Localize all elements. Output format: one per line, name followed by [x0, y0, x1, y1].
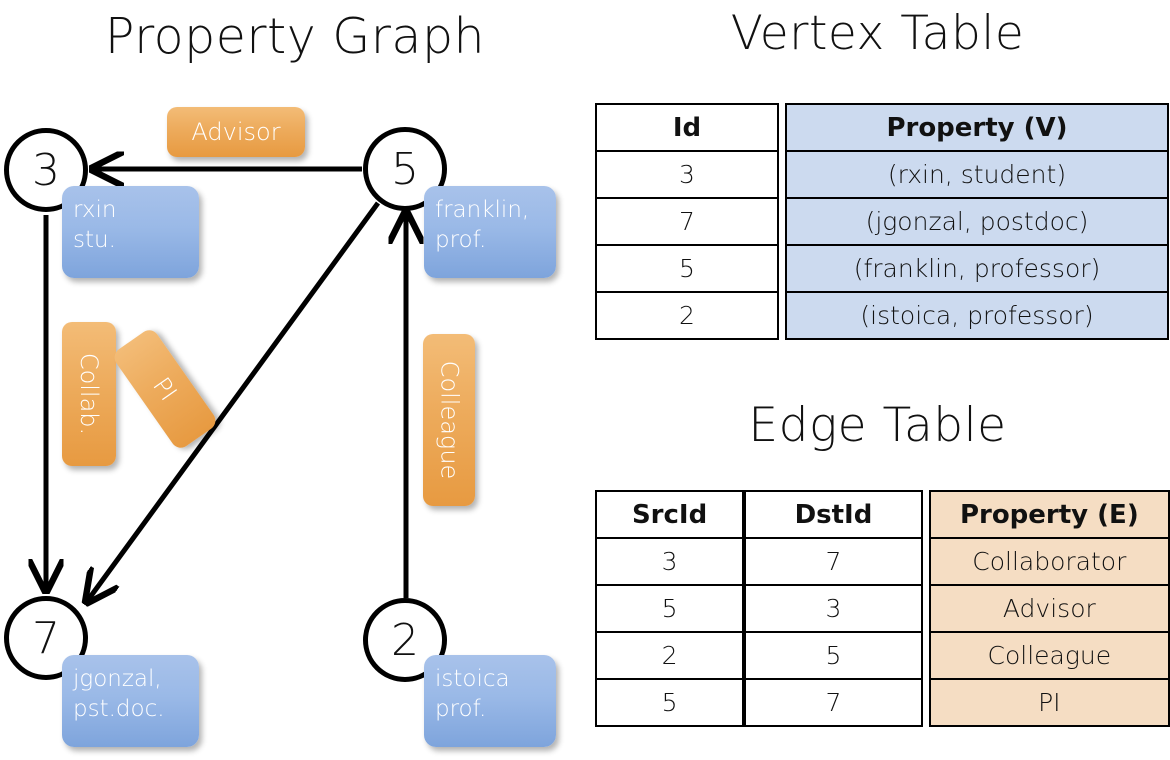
- table-row: 7: [595, 197, 779, 246]
- edge-table-srcid-column: SrcId 3 5 2 5: [594, 490, 745, 727]
- table-row: (rxin, student): [785, 150, 1169, 199]
- edge-label-text: Advisor: [191, 118, 281, 146]
- edge-header-dstid: DstId: [744, 490, 923, 539]
- table-row: 3: [595, 150, 779, 199]
- edge-label-text: Colleague: [435, 360, 464, 480]
- edge-table: SrcId 3 5 2 5 DstId 7 3 5 7: [594, 490, 1170, 727]
- edge-cell-dstid: 7: [744, 678, 923, 727]
- vertex-property-line: istoica: [435, 666, 510, 692]
- vertex-property-line: stu.: [73, 227, 116, 254]
- edge-line-5-to-7: [88, 201, 381, 600]
- edge-label-colleague: Colleague: [423, 334, 475, 506]
- edge-cell-dstid: 7: [744, 537, 923, 586]
- vertex-property-line: jgonzal,: [73, 666, 162, 692]
- vertex-property-box-3: rxin stu.: [62, 186, 199, 278]
- table-header-row: Property (V): [785, 103, 1169, 152]
- vertex-property-line: prof.: [435, 227, 487, 254]
- edge-cell-srcid: 2: [594, 631, 745, 680]
- edge-cell-srcid: 5: [594, 678, 745, 727]
- vertex-property-line: prof.: [435, 696, 487, 723]
- vertex-cell-id: 7: [595, 197, 779, 246]
- vertex-table-id-column: Id 3 7 5 2: [595, 103, 779, 340]
- graph-edges-svg: [0, 0, 585, 760]
- table-row: Collaborator: [928, 537, 1170, 586]
- vertex-table: Id 3 7 5 2 Property (V) (rxin, student) …: [595, 103, 1169, 340]
- edge-cell-property: Collaborator: [928, 537, 1170, 586]
- edge-cell-dstid: 3: [744, 584, 923, 633]
- edge-cell-srcid: 3: [594, 537, 745, 586]
- table-row: 3: [744, 584, 923, 633]
- edge-label-advisor: Advisor: [167, 107, 305, 157]
- vertex-property-line: franklin,: [435, 197, 530, 223]
- table-row: PI: [928, 678, 1170, 727]
- table-row: Advisor: [928, 584, 1170, 633]
- vertex-property-line: rxin: [73, 197, 117, 223]
- vertex-cell-property: (istoica, professor): [785, 291, 1169, 340]
- table-row: 7: [744, 678, 923, 727]
- property-graph-diagram: 3 5 7 2 rxin stu. franklin, prof. jgonza…: [0, 0, 585, 760]
- table-row: 5: [595, 244, 779, 293]
- edge-label-collab: Collab.: [62, 322, 116, 466]
- table-row: Colleague: [928, 631, 1170, 680]
- table-row: (franklin, professor): [785, 244, 1169, 293]
- graph-node-2[interactable]: 2: [363, 598, 447, 682]
- vertex-property-box-7: jgonzal, pst.doc.: [62, 655, 199, 747]
- vertex-cell-id: 5: [595, 244, 779, 293]
- vertex-property-line: pst.doc.: [73, 696, 165, 723]
- table-header-row: SrcId: [594, 490, 745, 539]
- vertex-cell-property: (jgonzal, postdoc): [785, 197, 1169, 246]
- edge-cell-property: PI: [928, 678, 1170, 727]
- table-row: 2: [594, 631, 745, 680]
- table-row: 2: [595, 291, 779, 340]
- page-title-vertex-table: Vertex Table: [730, 6, 1025, 61]
- vertex-property-box-5: franklin, prof.: [424, 186, 556, 278]
- vertex-property-box-2: istoica prof.: [424, 655, 556, 747]
- table-row: (jgonzal, postdoc): [785, 197, 1169, 246]
- table-row: 5: [744, 631, 923, 680]
- table-row: 5: [594, 678, 745, 727]
- edge-label-text: Collab.: [75, 352, 104, 436]
- edge-cell-property: Advisor: [928, 584, 1170, 633]
- vertex-header-id: Id: [595, 103, 779, 152]
- vertex-cell-property: (rxin, student): [785, 150, 1169, 199]
- edge-cell-property: Colleague: [928, 631, 1170, 680]
- vertex-cell-id: 3: [595, 150, 779, 199]
- graph-node-5[interactable]: 5: [363, 127, 447, 211]
- table-row: 3: [594, 537, 745, 586]
- vertex-cell-property: (franklin, professor): [785, 244, 1169, 293]
- table-row: 7: [744, 537, 923, 586]
- edge-table-dstid-column: DstId 7 3 5 7: [744, 490, 923, 727]
- edge-cell-srcid: 5: [594, 584, 745, 633]
- table-row: (istoica, professor): [785, 291, 1169, 340]
- vertex-cell-id: 2: [595, 291, 779, 340]
- edge-table-property-column: Property (E) Collaborator Advisor Collea…: [928, 490, 1170, 727]
- page-title-edge-table: Edge Table: [748, 398, 1007, 453]
- vertex-table-property-column: Property (V) (rxin, student) (jgonzal, p…: [785, 103, 1169, 340]
- edge-header-property: Property (E): [928, 490, 1170, 539]
- vertex-header-property: Property (V): [785, 103, 1169, 152]
- edge-cell-dstid: 5: [744, 631, 923, 680]
- table-header-row: Property (E): [928, 490, 1170, 539]
- table-row: 5: [594, 584, 745, 633]
- table-header-row: Id: [595, 103, 779, 152]
- page-title-property-graph: Property Graph: [104, 8, 486, 65]
- table-header-row: DstId: [744, 490, 923, 539]
- edge-header-srcid: SrcId: [594, 490, 745, 539]
- edge-label-text: PI: [147, 372, 183, 406]
